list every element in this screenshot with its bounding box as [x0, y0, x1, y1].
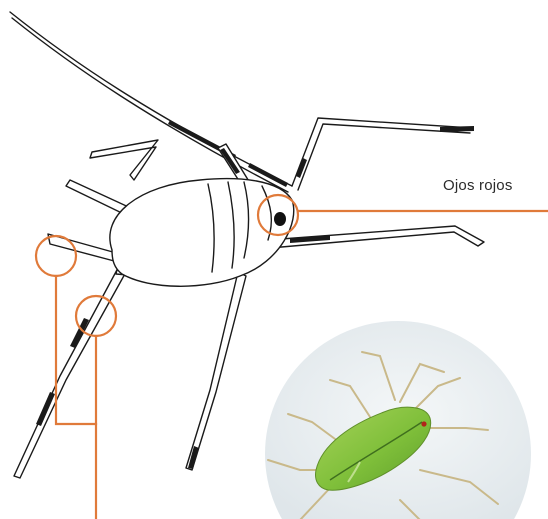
leg-front-right [268, 226, 484, 248]
eye-icon [274, 212, 286, 226]
red-eye-photo-icon [421, 421, 426, 426]
callout-eyes [258, 195, 548, 235]
callout-siphunculi [36, 236, 116, 519]
leg-hind-long [14, 268, 126, 478]
green-aphid-photo [260, 320, 548, 519]
antenna-left [10, 12, 292, 192]
leg-hind-right [186, 272, 246, 470]
eyes-label: Ojos rojos [443, 177, 513, 194]
